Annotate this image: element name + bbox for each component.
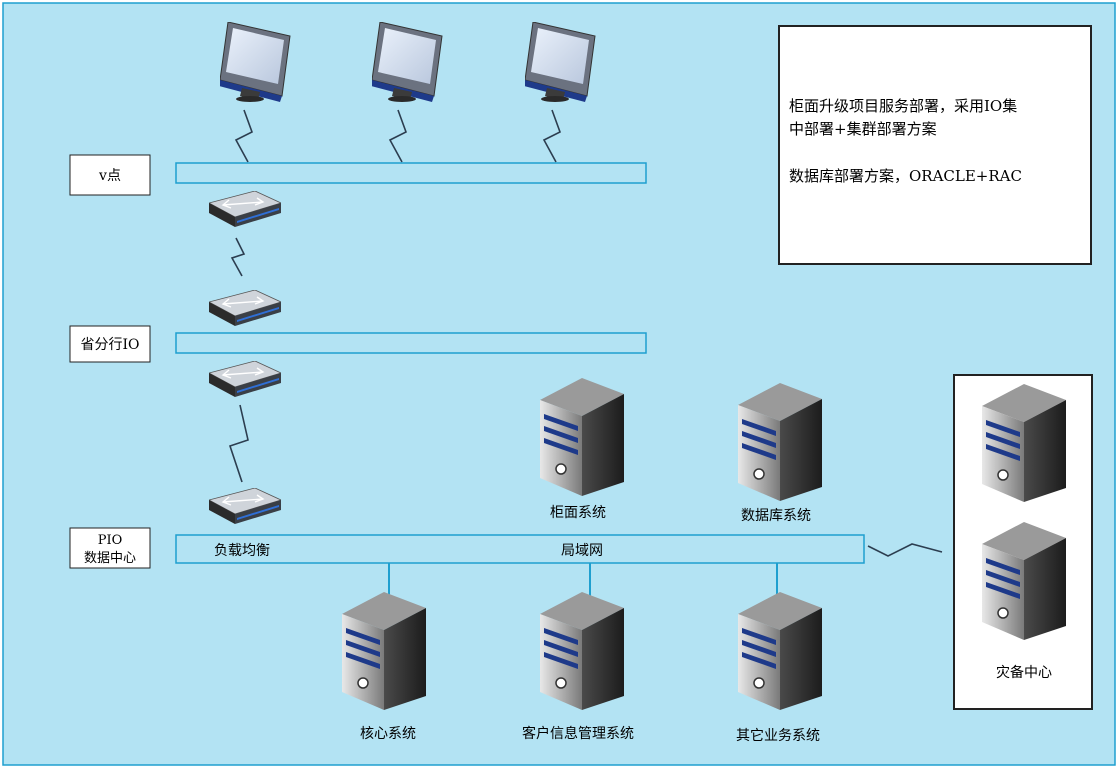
note-line-2: 中部署+集群部署方案 — [789, 120, 937, 138]
lightning-link-icon — [542, 109, 561, 163]
server-label-counter: 柜面系统 — [550, 505, 606, 521]
lightning-link-icon — [234, 109, 253, 163]
server-tower-icon — [738, 383, 822, 501]
server-tower-icon — [540, 378, 624, 496]
lightning-link-icon — [388, 109, 407, 163]
level-label-pio-line2: 数据中心 — [84, 551, 136, 566]
bus-lan — [175, 534, 865, 564]
level-label-province: 省分行IO — [80, 337, 139, 353]
server-tower-icon — [540, 592, 624, 710]
lightning-link-icon — [228, 404, 249, 483]
server-tower-icon — [342, 592, 426, 710]
lightning-link-icon — [867, 543, 943, 557]
server-tower-icon — [738, 592, 822, 710]
bus-v-level — [175, 162, 647, 184]
server-tower-icon — [982, 522, 1066, 640]
level-label-box — [69, 154, 151, 196]
server-label-crm: 客户信息管理系统 — [522, 725, 634, 742]
server-tower-icon — [982, 384, 1066, 502]
note-line-3: 数据库部署方案，ORACLE+RAC — [789, 167, 1022, 185]
server-label-core: 核心系统 — [360, 726, 416, 742]
server-label-other: 其它业务系统 — [736, 727, 820, 744]
level-label-pio-line1: PIO — [98, 533, 123, 548]
server-label-database: 数据库系统 — [741, 508, 811, 524]
bus-province-level — [175, 332, 647, 354]
disaster-center-label: 灾备中心 — [996, 664, 1052, 681]
lightning-link-icon — [230, 237, 246, 277]
lan-label-center: 局域网 — [561, 543, 603, 559]
level-label-v: v点 — [98, 168, 121, 184]
level-label-box — [69, 325, 151, 363]
note-box — [778, 25, 1092, 265]
lan-label-load-balance: 负载均衡 — [214, 543, 270, 559]
level-label-box — [69, 527, 151, 569]
note-line-1: 柜面升级项目服务部署，采用IO集 — [789, 97, 1017, 115]
